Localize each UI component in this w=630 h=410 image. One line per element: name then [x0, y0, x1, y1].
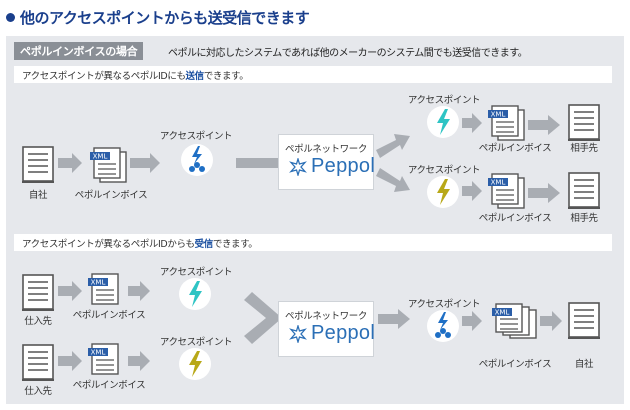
receive-heading-text: アクセスポイントが異なるペポルIDからも — [22, 238, 195, 250]
supplier-ap-label-2: アクセスポイント — [159, 337, 233, 348]
arrow-supplier1-to-doc — [58, 281, 82, 301]
receive-heading-highlight: 受信 — [194, 238, 214, 250]
xml-document-icon: XML — [86, 342, 128, 380]
page-title: 他のアクセスポイントからも送受信できます — [6, 5, 310, 29]
building-icon — [568, 172, 600, 210]
bullet-icon — [6, 12, 15, 22]
send-heading-highlight: 送信 — [185, 70, 205, 82]
supplier-label-2: 仕入先 — [24, 386, 52, 397]
building-icon — [22, 274, 54, 312]
header-description: ペポルに対応したシステムであれば他のメーカーのシステム間でも送受信できます。 — [168, 47, 528, 59]
arrow-doc-to-receiver-top — [528, 115, 560, 135]
send-heading-text: アクセスポイントが異なるペポルIDにも — [22, 70, 186, 82]
arrow-peppol-to-ap-top — [376, 134, 410, 158]
peppol-logo: Peppol — [289, 155, 375, 178]
supplier-label-1: 仕入先 — [24, 316, 52, 327]
supplier-ap-label-1: アクセスポイント — [159, 267, 233, 278]
svg-text:XML: XML — [91, 279, 106, 287]
receiver-label-1: 相手先 — [570, 143, 598, 154]
send-heading-tail: できます。 — [203, 70, 249, 82]
arrow-ap-to-doc — [462, 311, 482, 331]
access-point-icon-yellow — [178, 347, 212, 381]
sender-label: 自社 — [28, 190, 48, 201]
supplier-invoice-label-1: ペポルインボイス — [72, 310, 146, 321]
invoice-label: ペポルインボイス — [74, 190, 148, 201]
access-point-icon-teal — [178, 277, 212, 311]
access-point-icon-yellow — [426, 175, 460, 209]
header-tag: ペポルインボイスの場合 — [14, 42, 144, 60]
peppol-network-box: ペポルネットワーク Peppol — [278, 134, 375, 190]
svg-text:XML: XML — [91, 349, 106, 357]
arrow-doc-to-ap — [130, 153, 160, 173]
peppol-wordmark: Peppol — [311, 155, 376, 177]
page-title-text: 他のアクセスポイントからも送受信できます — [20, 8, 310, 27]
access-point-icon — [426, 309, 460, 343]
building-icon — [568, 302, 600, 340]
arrow-peppol-to-ap — [378, 309, 410, 329]
own-invoice-label: ペポルインボイス — [478, 359, 552, 370]
receive-heading-tail: できます。 — [212, 238, 258, 250]
arrow-peppol-to-ap-bottom — [376, 168, 410, 192]
svg-text:XML: XML — [495, 309, 510, 317]
svg-text:XML: XML — [491, 179, 506, 187]
peppol-logo: Peppol — [289, 322, 375, 345]
receiver-invoice-label-2: ペポルインボイス — [478, 213, 552, 224]
peppol-icon — [289, 324, 307, 343]
xml-document-icon: XML — [86, 272, 128, 310]
xml-document-icon: XML — [486, 172, 528, 210]
access-point-icon — [180, 143, 214, 177]
building-icon — [568, 104, 600, 142]
xml-document-icon: XML — [490, 302, 542, 340]
network-label: ペポルネットワーク — [285, 144, 367, 155]
svg-text:XML: XML — [491, 111, 506, 119]
arrow-building-to-doc — [58, 153, 82, 173]
peppol-icon — [289, 157, 307, 176]
supplier-invoice-label-2: ペポルインボイス — [72, 380, 146, 391]
bar-ap-to-peppol — [236, 158, 278, 168]
peppol-network-box: ペポルネットワーク Peppol — [278, 301, 375, 357]
xml-document-icon: XML — [88, 146, 130, 184]
xml-tag: XML — [93, 153, 108, 161]
receiver-ap-label-2: アクセスポイント — [407, 165, 481, 176]
building-icon — [22, 146, 54, 184]
network-label: ペポルネットワーク — [285, 311, 367, 322]
send-section-heading: アクセスポイントが異なるペポルIDにも送信できます。 — [14, 66, 612, 83]
receiver-invoice-label-1: ペポルインボイス — [478, 143, 552, 154]
receiver-ap-label-1: アクセスポイント — [407, 95, 481, 106]
arrow-doc2-to-ap — [128, 351, 150, 371]
building-icon — [22, 344, 54, 382]
arrow-doc-to-receiver-bottom — [528, 183, 560, 203]
access-point-label: アクセスポイント — [159, 131, 233, 142]
arrow-doc-to-own — [540, 311, 562, 331]
arrow-doc1-to-ap — [128, 281, 150, 301]
arrow-ap-to-doc-bottom — [462, 181, 482, 201]
peppol-wordmark: Peppol — [311, 322, 376, 344]
arrow-supplier2-to-doc — [58, 351, 82, 371]
receiver-label-2: 相手先 — [570, 213, 598, 224]
own-company-label: 自社 — [574, 359, 594, 370]
arrow-ap-to-doc-top — [462, 113, 482, 133]
own-ap-label: アクセスポイント — [407, 299, 481, 310]
receive-section-heading: アクセスポイントが異なるペポルIDからも受信できます。 — [14, 234, 612, 251]
merge-chevron — [244, 292, 282, 344]
access-point-icon-teal — [426, 105, 460, 139]
xml-document-icon: XML — [486, 104, 528, 142]
